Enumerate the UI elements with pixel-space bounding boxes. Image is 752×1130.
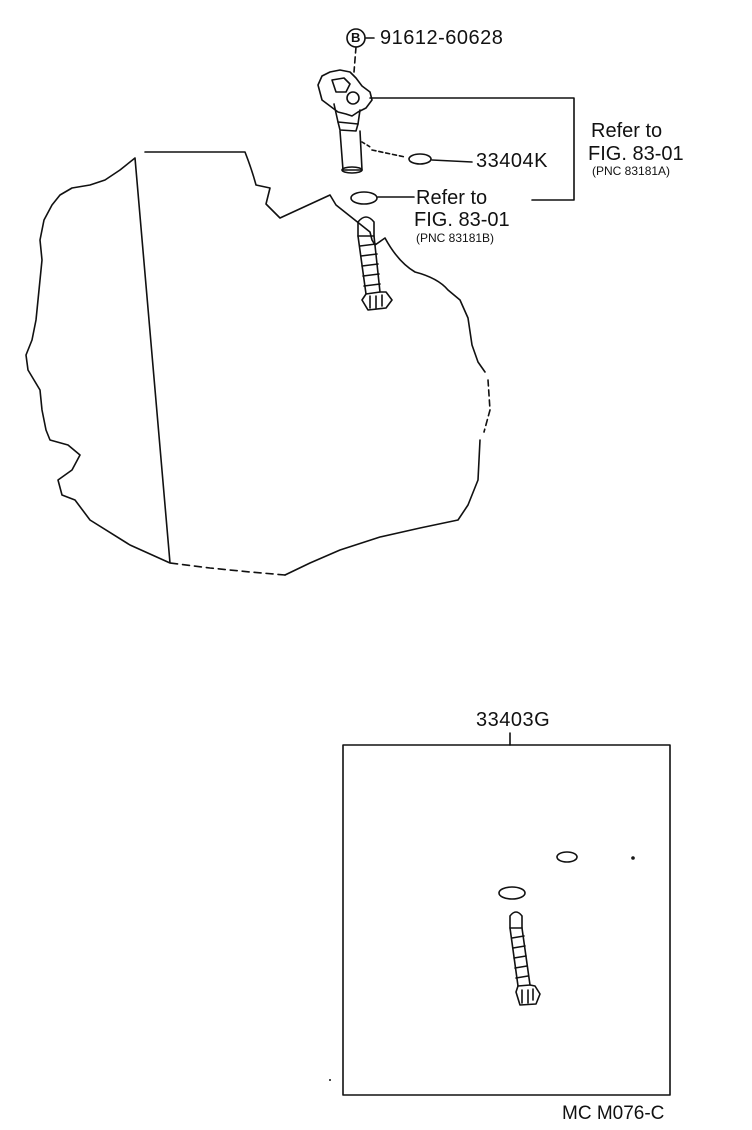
sensor-oring-part-number: 33404K: [476, 150, 548, 172]
gear-oring: [350, 191, 415, 205]
sensor-oring: [371, 149, 473, 165]
gear-refer-line1: Refer to: [416, 187, 488, 209]
transmission-housing-outline: [25, 151, 491, 576]
badge-circle: [346, 28, 366, 48]
kit-box: [342, 732, 671, 1096]
sensor-refer-pnc: (PNC 83181A): [592, 164, 671, 178]
refer-bracket: [369, 97, 575, 201]
gear-refer-pnc: (PNC 83181B): [416, 231, 495, 245]
driven-gear-shaft: [357, 216, 393, 311]
figure-code: MC M076-C: [562, 1103, 665, 1124]
bolt-leader: [353, 37, 375, 73]
gear-refer-line2: FIG. 83-01: [414, 209, 510, 231]
sensor-refer-line1: Refer to: [591, 120, 663, 142]
speed-sensor-assembly: [317, 69, 373, 174]
sensor-refer-line2: FIG. 83-01: [588, 143, 684, 165]
bolt-badge: B: [351, 30, 361, 45]
kit-part-number: 33403G: [476, 709, 551, 731]
bolt-part-number: 91612-60628: [380, 27, 504, 49]
